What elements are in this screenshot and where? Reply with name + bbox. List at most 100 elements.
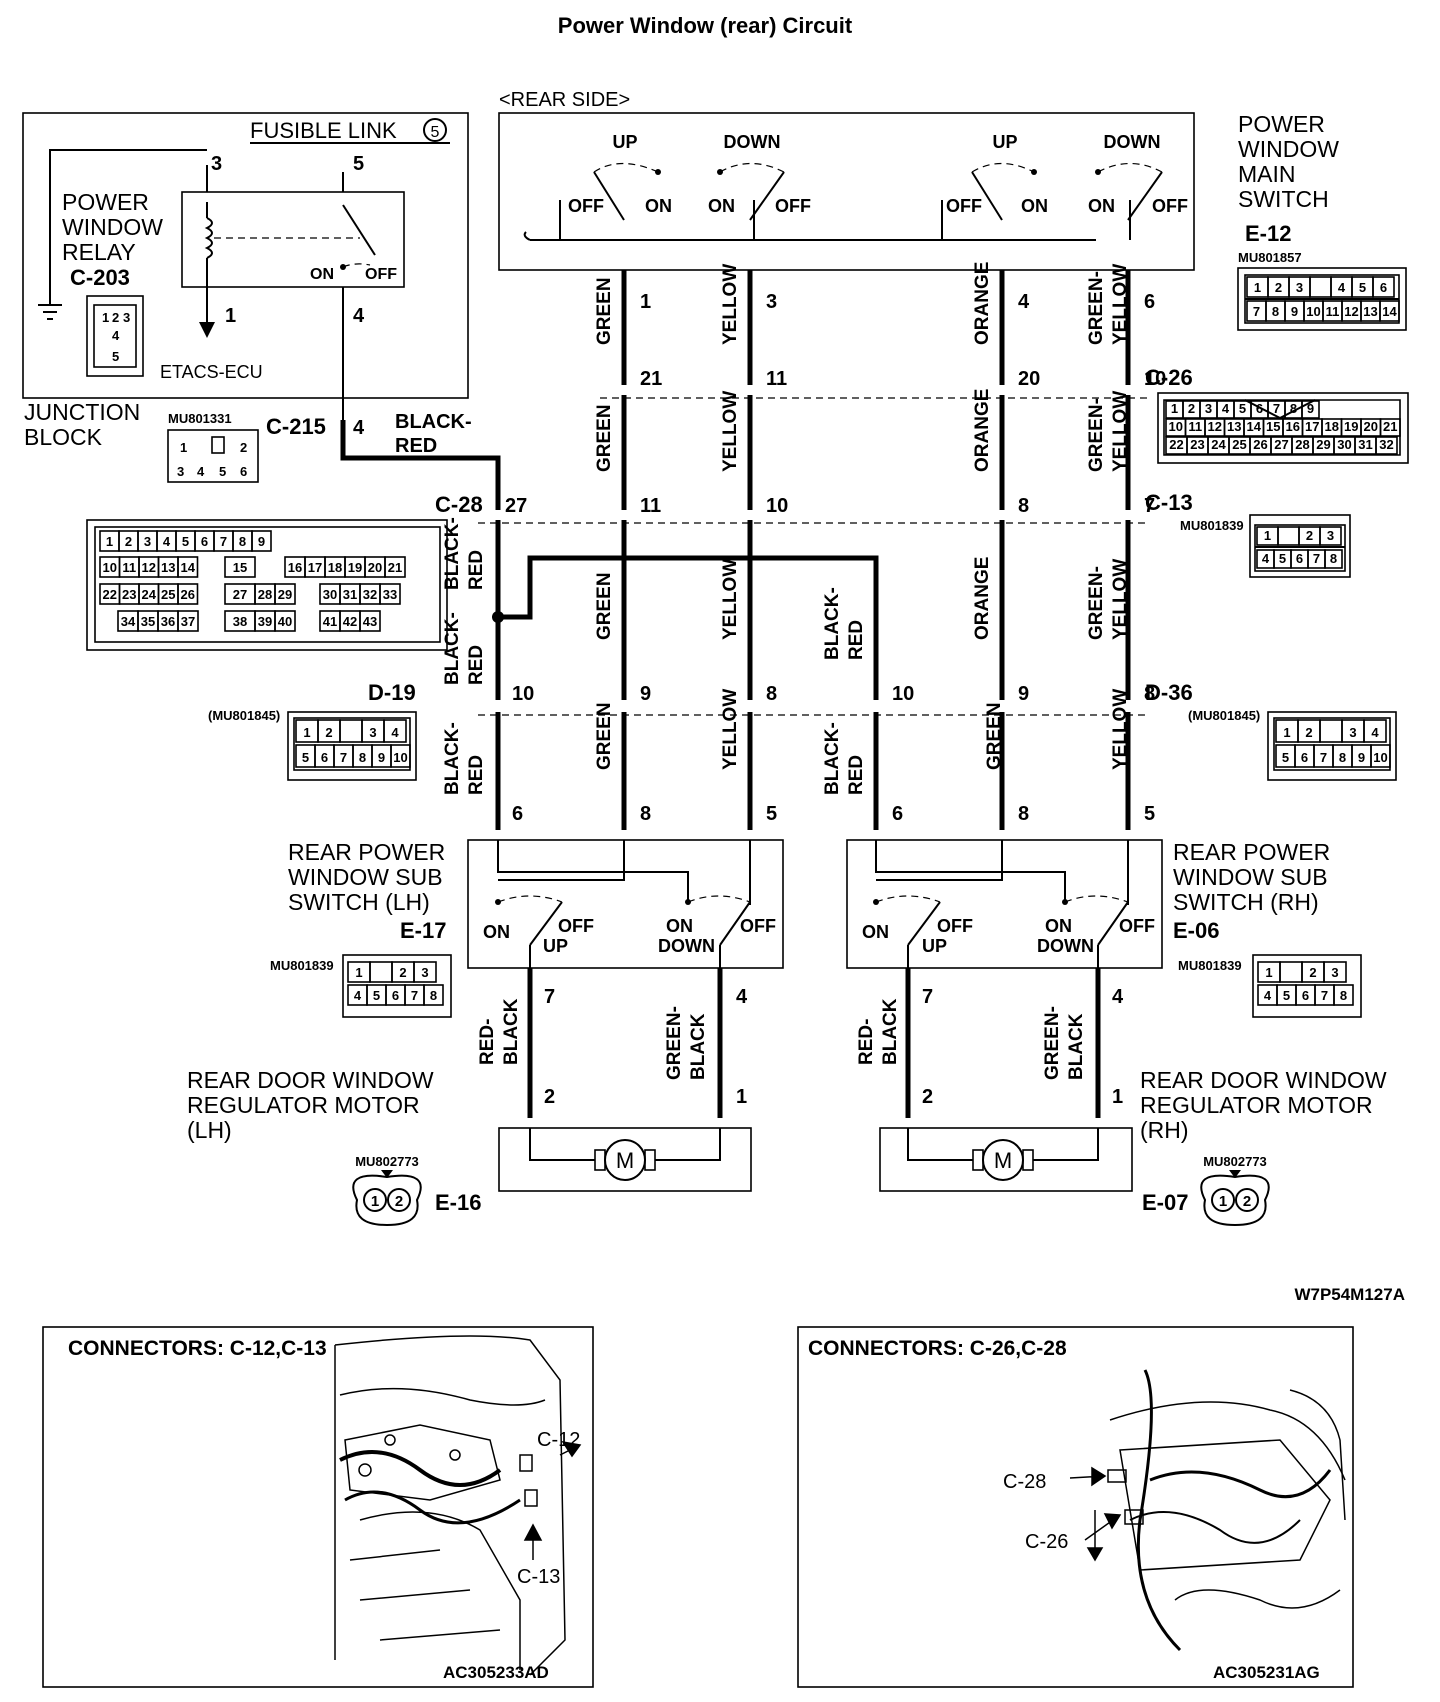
switch-state: ON: [1045, 916, 1072, 936]
d36-pin: 10: [1373, 750, 1387, 765]
svg-text:(MU801845): (MU801845): [208, 708, 280, 723]
c26-pin: 21: [1383, 419, 1397, 434]
motor-label: REGULATOR MOTOR: [1140, 1092, 1373, 1118]
svg-text:ON: ON: [708, 196, 735, 216]
c26-pin: 8: [1290, 401, 1297, 416]
svg-text:2: 2: [240, 440, 247, 455]
pin-number: 10: [766, 495, 788, 517]
wire-color-label: YELLOW: [720, 391, 741, 472]
pin-number: 5: [1144, 803, 1155, 825]
c28-pin: 7: [220, 534, 227, 549]
reference-code: W7P54M127A: [1294, 1285, 1405, 1304]
c26-pin: 17: [1305, 419, 1319, 434]
c28-pin: 39: [258, 614, 272, 629]
c26-cell: [1375, 436, 1398, 455]
switch-state: DOWN: [1037, 936, 1094, 956]
svg-text:1: 1: [180, 440, 187, 455]
d19-cell: [339, 719, 363, 743]
sub-pin: 4: [1264, 988, 1272, 1003]
pin-number: 9: [640, 683, 651, 705]
sub-cell: [369, 961, 393, 983]
c26-pin: 26: [1253, 437, 1267, 452]
c28-pin: 10: [103, 560, 117, 575]
motor-connector: [352, 1170, 422, 1227]
d36-cell: [1363, 719, 1387, 743]
c215-connector: [167, 429, 259, 483]
d19-cell: [390, 744, 411, 768]
rear-side-label: <REAR SIDE>: [499, 89, 630, 111]
c26-pin: 20: [1364, 419, 1378, 434]
c13-pin: 4: [1262, 551, 1270, 566]
svg-text:POWER: POWER: [1238, 111, 1325, 137]
panel-left-illustration: [334, 1335, 582, 1676]
panel-right-illustration: [1069, 1369, 1346, 1652]
svg-text:3: 3: [123, 310, 130, 325]
c28-pin: 20: [368, 560, 382, 575]
svg-text:ON: ON: [1021, 196, 1048, 216]
d36-cell: [1319, 719, 1343, 743]
motor-pin: 2: [1243, 1193, 1251, 1210]
e12-pin: 4: [1338, 280, 1346, 295]
c26-pin: 15: [1266, 419, 1280, 434]
svg-text:WINDOW: WINDOW: [1238, 136, 1339, 162]
c13-pin: 7: [1313, 551, 1320, 566]
pin-number: 5: [766, 803, 777, 825]
c28-pin: 1: [106, 534, 113, 549]
svg-text:RED: RED: [395, 435, 437, 457]
c28-pin: 40: [278, 614, 292, 629]
e12-pin: 1: [1254, 280, 1261, 295]
c28-id: C-28: [435, 492, 483, 517]
sub-switch-label: WINDOW SUB: [288, 864, 443, 890]
switch-state: OFF: [1119, 916, 1155, 936]
c28-pin: 19: [348, 560, 362, 575]
wire-color-label: GREEN-: [664, 1006, 685, 1080]
c28-pin: 31: [343, 587, 357, 602]
wire-color-label: BLACK-: [822, 722, 843, 795]
d19-pin: 8: [359, 750, 366, 765]
motor-pin: 1: [1219, 1193, 1227, 1210]
pin-number: 8: [1018, 803, 1029, 825]
c13-pin: 6: [1296, 551, 1303, 566]
d36-pin: 7: [1320, 750, 1327, 765]
svg-text:1: 1: [102, 310, 109, 325]
etacs-ecu-label: ETACS-ECU: [160, 362, 263, 382]
wire-color-label: RED: [466, 755, 487, 795]
wire-color-label: BLACK: [1066, 1013, 1087, 1080]
wire-color-label: RED: [846, 620, 867, 660]
c28-pin: 28: [258, 587, 272, 602]
c26-pin: 18: [1325, 419, 1339, 434]
pin-number: 1: [1112, 1086, 1123, 1108]
c28-pin: 22: [103, 587, 117, 602]
c28-pin: 32: [363, 587, 377, 602]
c28-pin: 21: [388, 560, 402, 575]
c13-id: C-13: [1145, 490, 1193, 515]
sub-switch-connector: [1252, 954, 1362, 1018]
wire-color-label: RED-: [477, 1019, 498, 1065]
c13-pin: 5: [1279, 551, 1286, 566]
fusible-link-label: FUSIBLE LINK: [250, 118, 397, 143]
svg-text:DOWN: DOWN: [724, 132, 781, 152]
c26-pin: 24: [1211, 437, 1226, 452]
relay-label-1: POWER: [62, 189, 149, 215]
svg-text:(MU801845): (MU801845): [1188, 708, 1260, 723]
c28-pin: 8: [239, 534, 246, 549]
c13-pin: 2: [1306, 528, 1313, 543]
sub-switch-lh-outline: [467, 839, 784, 969]
callout-c28: C-28: [1003, 1471, 1046, 1493]
sub-pin: 8: [1340, 988, 1347, 1003]
wire-color-label: BLACK-: [442, 517, 463, 590]
switch-state: ON: [666, 916, 693, 936]
main-switch-id: E-12: [1245, 221, 1291, 246]
motor-label: REGULATOR MOTOR: [187, 1092, 420, 1118]
motor-label: (RH): [1140, 1117, 1189, 1143]
c13-cell: [1324, 549, 1343, 569]
pin-number: 8: [640, 803, 651, 825]
relay-connector: [86, 295, 144, 377]
c26-pin: 12: [1208, 419, 1222, 434]
c28-pin: 24: [142, 587, 157, 602]
svg-text:UP: UP: [992, 132, 1017, 152]
pin-number: 8: [1018, 495, 1029, 517]
svg-text:M: M: [616, 1148, 634, 1173]
wire-color-label: BLACK: [501, 998, 522, 1065]
switch-state: ON: [483, 922, 510, 942]
